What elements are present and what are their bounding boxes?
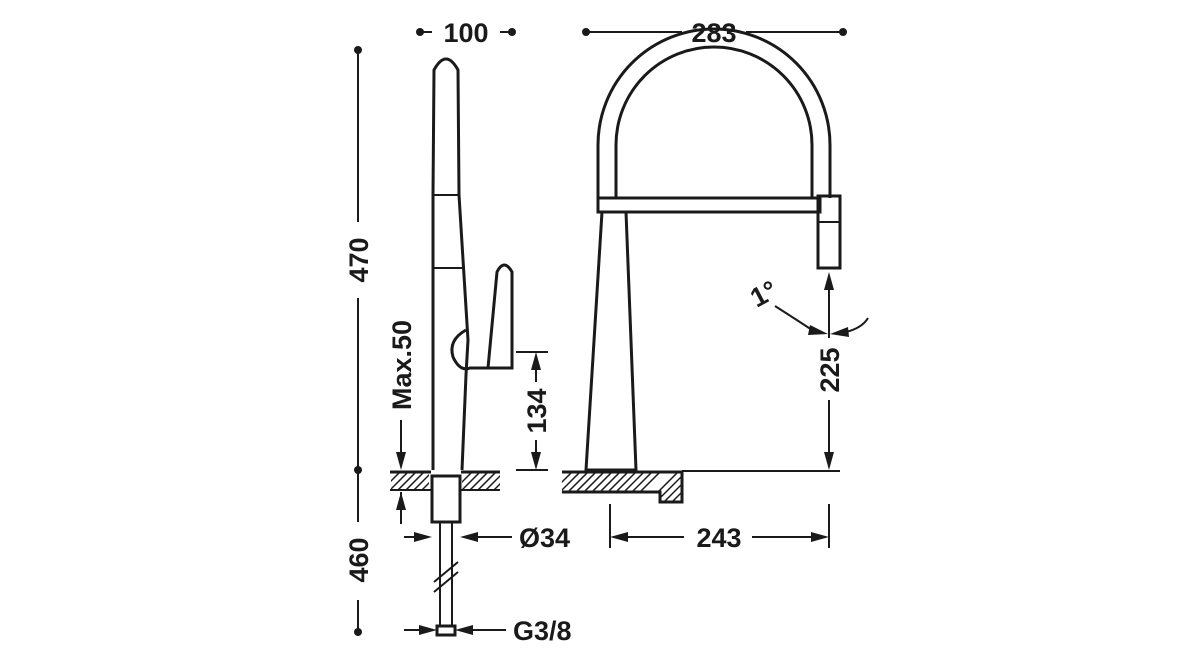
dim-460: 460 xyxy=(344,470,374,636)
dim-225: 225 xyxy=(815,272,845,470)
dim-283: 283 xyxy=(582,18,847,48)
side-view-body-outline xyxy=(431,57,470,471)
dim-283-label: 283 xyxy=(691,18,736,48)
side-view: 100 470 460 Max.50 xyxy=(344,18,572,646)
dim-g38-label: G3/8 xyxy=(513,616,572,646)
dim-134-label: 134 xyxy=(522,388,552,433)
dim-100: 100 xyxy=(416,18,516,48)
dim-g38: G3/8 xyxy=(404,616,572,646)
dim-243: 243 xyxy=(609,504,830,553)
side-view-handle xyxy=(486,263,514,370)
front-view-spout-outer xyxy=(596,27,832,212)
dim-angle: 1° xyxy=(745,275,869,337)
front-view-holder-bar xyxy=(596,196,822,214)
dim-470-label: 470 xyxy=(344,237,374,282)
dim-470: 470 xyxy=(344,46,374,474)
dim-100-label: 100 xyxy=(443,18,488,48)
dim-460-label: 460 xyxy=(344,537,374,582)
side-view-deck-left xyxy=(390,470,431,491)
front-view-body xyxy=(584,211,638,472)
dim-d34-label: Ø34 xyxy=(519,523,570,553)
side-view-hose-break-2 xyxy=(433,571,459,593)
side-view-shank xyxy=(430,474,462,524)
dim-243-label: 243 xyxy=(696,523,741,553)
front-view-deck xyxy=(562,470,684,504)
front-view-spray-head xyxy=(816,194,842,270)
dim-d34: Ø34 xyxy=(404,523,570,553)
side-view-deck-right xyxy=(461,470,500,491)
dim-max50-label: Max.50 xyxy=(387,320,417,410)
side-view-hose-break-1 xyxy=(433,561,459,583)
side-view-g38-connector xyxy=(435,624,457,637)
front-view-spout-inner xyxy=(614,45,814,198)
side-view-handle-hub xyxy=(450,328,490,371)
dim-134: 134 xyxy=(516,351,552,471)
front-view: 283 225 1° 243 xyxy=(562,18,869,553)
dim-max50: Max.50 xyxy=(387,320,417,524)
dim-225-label: 225 xyxy=(815,347,845,392)
